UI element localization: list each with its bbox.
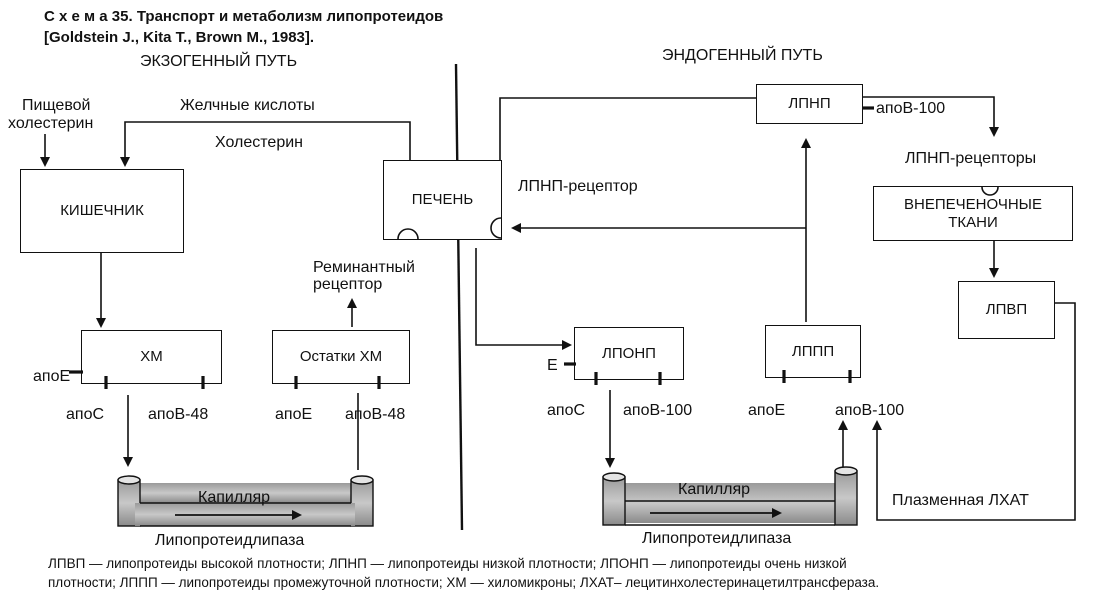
capillary-right — [602, 466, 858, 526]
label-apob100-idl: апоВ-100 — [835, 402, 905, 419]
label-remnant-receptor-1: Реминантный — [313, 259, 415, 276]
box-hdl-label: ЛПВП — [985, 301, 1028, 318]
footnote-line-1: ЛПВП — липопротеиды высокой плотности; Л… — [48, 556, 847, 571]
arrow-ldl-to-receptors — [863, 96, 999, 137]
label-apoe-remnants: апоЕ — [275, 406, 313, 423]
label-ldl-receptor: ЛПНП-рецептор — [518, 178, 638, 195]
box-ldl: ЛПНП — [756, 84, 863, 124]
box-chm: ХМ — [81, 330, 222, 384]
label-capillary-left: Капилляр — [198, 489, 271, 506]
label-lipase-right: Липопротеидлипаза — [642, 530, 792, 547]
label-bile-acids: Желчные кислоты — [180, 97, 315, 114]
label-apoe-idl: апоЕ — [748, 402, 786, 419]
box-chm-remnants: Остатки ХМ — [272, 330, 410, 384]
diagram-citation: [Goldstein J., Kita T., Brown M., 1983]. — [44, 29, 315, 46]
label-dietary-2: холестерин — [8, 115, 94, 132]
label-apoc-vldl: апоС — [547, 402, 586, 419]
box-idl: ЛППП — [765, 325, 861, 378]
box-liver-label: ПЕЧЕНЬ — [411, 191, 474, 208]
box-chm-remnants-label: Остатки ХМ — [299, 348, 383, 365]
label-apoe-chm: апоЕ — [33, 368, 71, 385]
label-apob48-chm: апоВ-48 — [148, 406, 209, 423]
box-intestine-label: КИШЕЧНИК — [60, 202, 144, 219]
arrow-liver-to-intestine — [120, 121, 411, 167]
arrow-liver-to-vldl — [475, 248, 572, 350]
capillary-left — [117, 475, 374, 527]
box-ldl-label: ЛПНП — [788, 95, 831, 112]
line-liver-to-ldl — [499, 97, 757, 160]
box-extrahepatic-label-2: ТКАНИ — [948, 213, 998, 231]
label-apoc-chm: апоС — [66, 406, 105, 423]
footnote: ЛПВП — липопротеиды высокой плотности; Л… — [48, 554, 1058, 592]
label-apob48-remnants: апоВ-48 — [345, 406, 406, 423]
box-extrahepatic-label-1: ВНЕПЕЧЕНОЧНЫЕ — [904, 195, 1042, 213]
box-idl-label: ЛППП — [791, 342, 835, 360]
box-hdl: ЛПВП — [958, 281, 1055, 339]
box-vldl: ЛПОНП — [574, 327, 684, 380]
arrow-hdl-lcat-loop — [872, 302, 1076, 521]
label-dietary-1: Пищевой — [22, 97, 91, 114]
label-apob100-ldl: апоВ-100 — [876, 100, 946, 117]
label-cholesterol: Холестерин — [215, 134, 303, 151]
pathway-divider — [454, 63, 464, 531]
label-capillary-right: Капилляр — [678, 481, 751, 498]
box-vldl-label: ЛПОНП — [602, 344, 656, 362]
box-extrahepatic-tissues: ВНЕПЕЧЕНОЧНЫЕ ТКАНИ — [873, 186, 1073, 241]
label-e-vldl: E — [547, 357, 558, 374]
section-exogenous: ЭКЗОГЕННЫЙ ПУТЬ — [140, 53, 298, 70]
box-liver: ПЕЧЕНЬ — [383, 160, 502, 240]
label-ldl-receptors: ЛПНП-рецепторы — [905, 150, 1037, 167]
footnote-line-2: плотности; ЛППП — липопротеиды промежуто… — [48, 575, 880, 590]
diagram-title: С х е м а 35. Транспорт и метаболизм лип… — [44, 8, 444, 25]
section-endogenous: ЭНДОГЕННЫЙ ПУТЬ — [662, 47, 823, 64]
label-apob100-vldl: апоВ-100 — [623, 402, 693, 419]
box-chm-label: ХМ — [140, 348, 163, 365]
label-plasma-lcat: Плазменная ЛХАТ — [892, 492, 1029, 509]
box-intestine: КИШЕЧНИК — [20, 169, 184, 253]
label-remnant-receptor-2: рецептор — [313, 276, 383, 293]
label-lipase-left: Липопротеидлипаза — [155, 532, 305, 549]
